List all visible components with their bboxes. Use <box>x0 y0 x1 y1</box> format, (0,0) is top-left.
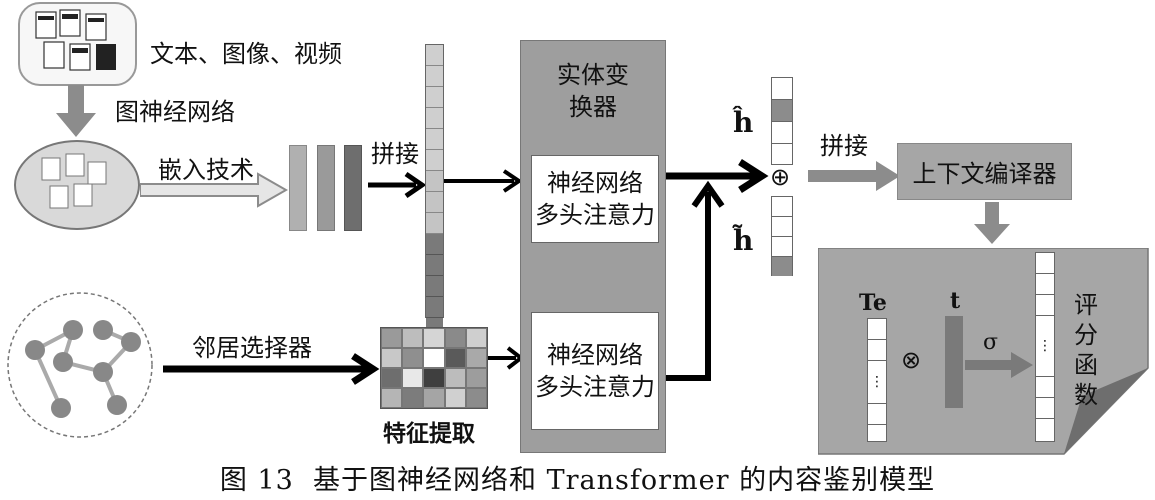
neighbor-selector-label: 邻居选择器 <box>192 334 312 362</box>
te-label: Te <box>859 290 887 316</box>
t-label: t <box>950 288 961 314</box>
concat-right-label: 拼接 <box>820 132 868 160</box>
arrow-merge <box>666 159 769 381</box>
arrow-to-context <box>808 161 900 191</box>
arrow-to-attention-top <box>444 169 523 193</box>
sigma-label: σ <box>983 330 999 355</box>
attention-bottom-line1: 神经网络 <box>547 341 643 369</box>
h-tilde-vector <box>771 196 793 276</box>
score-vector: ⋮ <box>1035 252 1055 442</box>
score-dots: ⋮ <box>1036 316 1054 377</box>
embed-bar-2 <box>317 145 335 231</box>
score-panel <box>818 248 1149 455</box>
attention-bottom-line2: 多头注意力 <box>535 373 655 401</box>
media-label: 文本、图像、视频 <box>150 40 342 68</box>
h-hat-label: ĥ <box>733 106 754 139</box>
arrow-to-column <box>368 171 427 199</box>
embed-bar-3 <box>344 145 362 231</box>
h-hat-vector <box>771 77 793 165</box>
concat-left-label: 拼接 <box>371 140 419 168</box>
otimes-symbol: ⊗ <box>901 346 922 374</box>
attention-box-bottom: 神经网络 多头注意力 <box>531 312 659 430</box>
te-dots: ⋮ <box>868 361 886 404</box>
feature-extraction-label: 特征提取 <box>383 421 475 447</box>
figure-caption: 图 13 基于图神经网络和 Transformer 的内容鉴别模型 <box>219 465 936 496</box>
arrow-down-score <box>974 202 1010 244</box>
attention-box-top: 神经网络 多头注意力 <box>531 155 659 243</box>
arrow-neighbor <box>163 353 380 385</box>
arrow-sigma <box>965 352 1033 378</box>
te-vector: ⋮ <box>867 318 887 442</box>
arrow-down-gnn <box>56 85 96 137</box>
context-encoder-label: 上下文编译器 <box>912 160 1057 188</box>
h-tilde-label: h̃ <box>733 224 754 257</box>
gnn-label: 图神经网络 <box>115 98 235 126</box>
concat-column <box>425 44 444 330</box>
feature-grid <box>380 327 488 409</box>
arrow-embedding <box>140 172 289 208</box>
oplus-symbol: ⊕ <box>770 163 791 191</box>
attention-top-line2: 多头注意力 <box>535 201 655 229</box>
documents-icon <box>35 9 116 71</box>
attention-top-line1: 神经网络 <box>547 169 643 197</box>
entity-transformer-title: 实体变换器 <box>557 61 629 121</box>
embed-bar-1 <box>289 145 307 231</box>
embedding-label: 嵌入技术 <box>158 156 254 184</box>
neighbor-graph <box>7 292 153 438</box>
score-function-label: 评分函数 <box>1074 291 1098 409</box>
t-vector <box>945 316 963 408</box>
context-encoder-box: 上下文编译器 <box>897 143 1072 200</box>
small-documents-icon <box>41 153 107 209</box>
